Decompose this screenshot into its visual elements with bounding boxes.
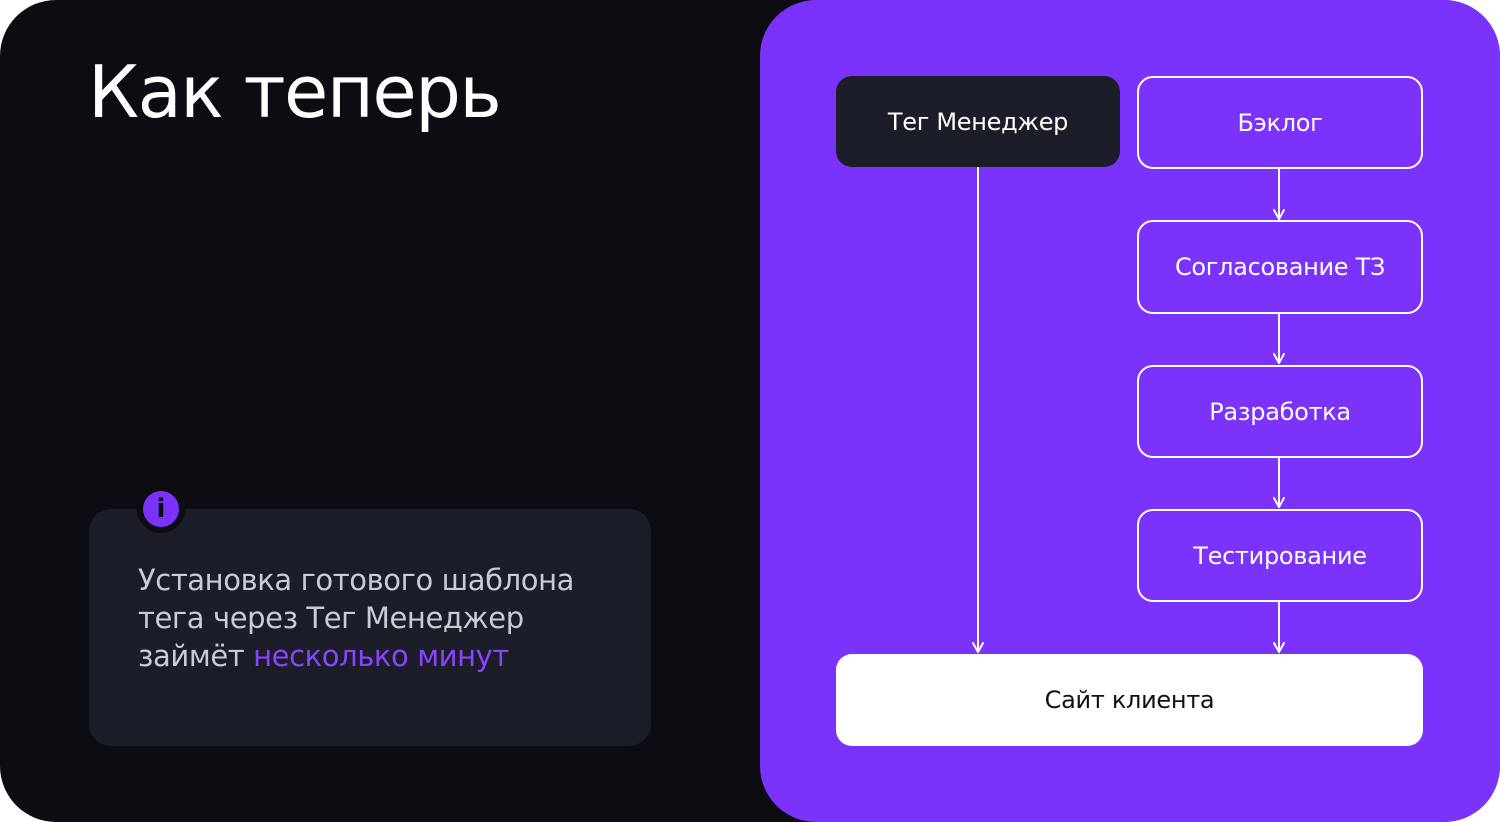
- node-backlog-label: Бэклог: [1237, 108, 1323, 137]
- info-text-highlight: несколько минут: [253, 639, 509, 673]
- node-spec-approval: Согласование ТЗ: [1137, 220, 1423, 314]
- slide-title: Как теперь: [88, 50, 502, 134]
- info-text-line1: Установка готового шаблона: [138, 563, 575, 597]
- info-text-line2: тега через Тег Менеджер: [138, 601, 524, 635]
- node-client-site-label: Сайт клиента: [1044, 686, 1215, 714]
- node-testing: Тестирование: [1137, 509, 1423, 602]
- node-client-site: Сайт клиента: [836, 654, 1423, 746]
- node-development-label: Разработка: [1209, 397, 1351, 426]
- info-text: Установка готового шаблона тега через Те…: [138, 561, 618, 675]
- info-icon: i: [143, 491, 179, 527]
- node-tag-manager: Тег Менеджер: [836, 76, 1120, 167]
- info-text-line3-prefix: займёт: [138, 639, 254, 673]
- node-development: Разработка: [1137, 365, 1423, 458]
- info-icon-badge: i: [137, 485, 185, 533]
- node-spec-approval-label: Согласование ТЗ: [1174, 253, 1386, 281]
- node-backlog: Бэклог: [1137, 76, 1423, 169]
- node-testing-label: Тестирование: [1193, 541, 1367, 570]
- node-tag-manager-label: Тег Менеджер: [887, 107, 1069, 136]
- info-card: [89, 509, 651, 746]
